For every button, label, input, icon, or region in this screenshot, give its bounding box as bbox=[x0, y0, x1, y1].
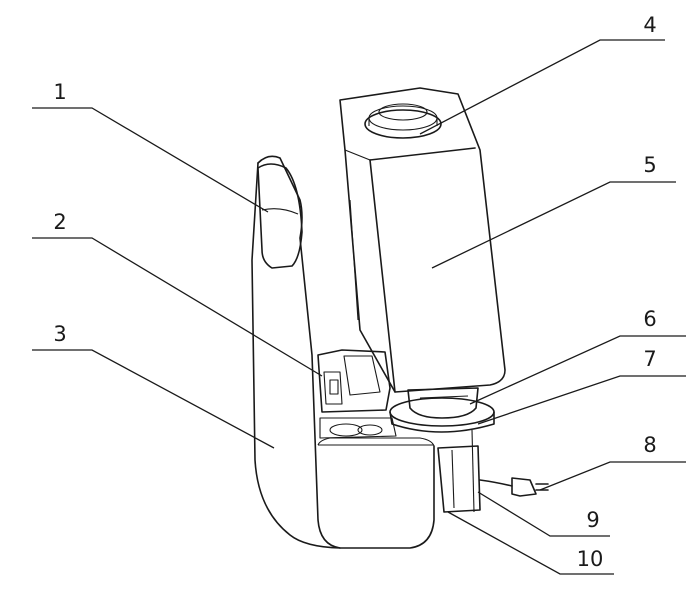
callout-2: 2 bbox=[53, 210, 66, 234]
callout-4: 4 bbox=[643, 13, 656, 37]
callout-9: 9 bbox=[586, 508, 599, 532]
callout-3: 3 bbox=[53, 322, 66, 346]
leader-lines bbox=[32, 39, 686, 575]
seal-ring bbox=[389, 397, 495, 433]
mist-column bbox=[437, 429, 481, 513]
callout-1: 1 bbox=[53, 80, 66, 104]
callout-6: 6 bbox=[643, 307, 656, 331]
callout-5: 5 bbox=[643, 153, 656, 177]
callout-8: 8 bbox=[643, 433, 656, 457]
power-plug bbox=[479, 477, 549, 497]
water-tank bbox=[339, 87, 506, 393]
inner-chamber bbox=[317, 349, 397, 439]
tank-cap bbox=[407, 387, 479, 419]
callout-7: 7 bbox=[643, 347, 656, 371]
control-panel bbox=[257, 163, 303, 269]
base-housing bbox=[251, 155, 435, 549]
callout-10: 10 bbox=[577, 547, 604, 571]
tank-handle bbox=[364, 103, 442, 139]
